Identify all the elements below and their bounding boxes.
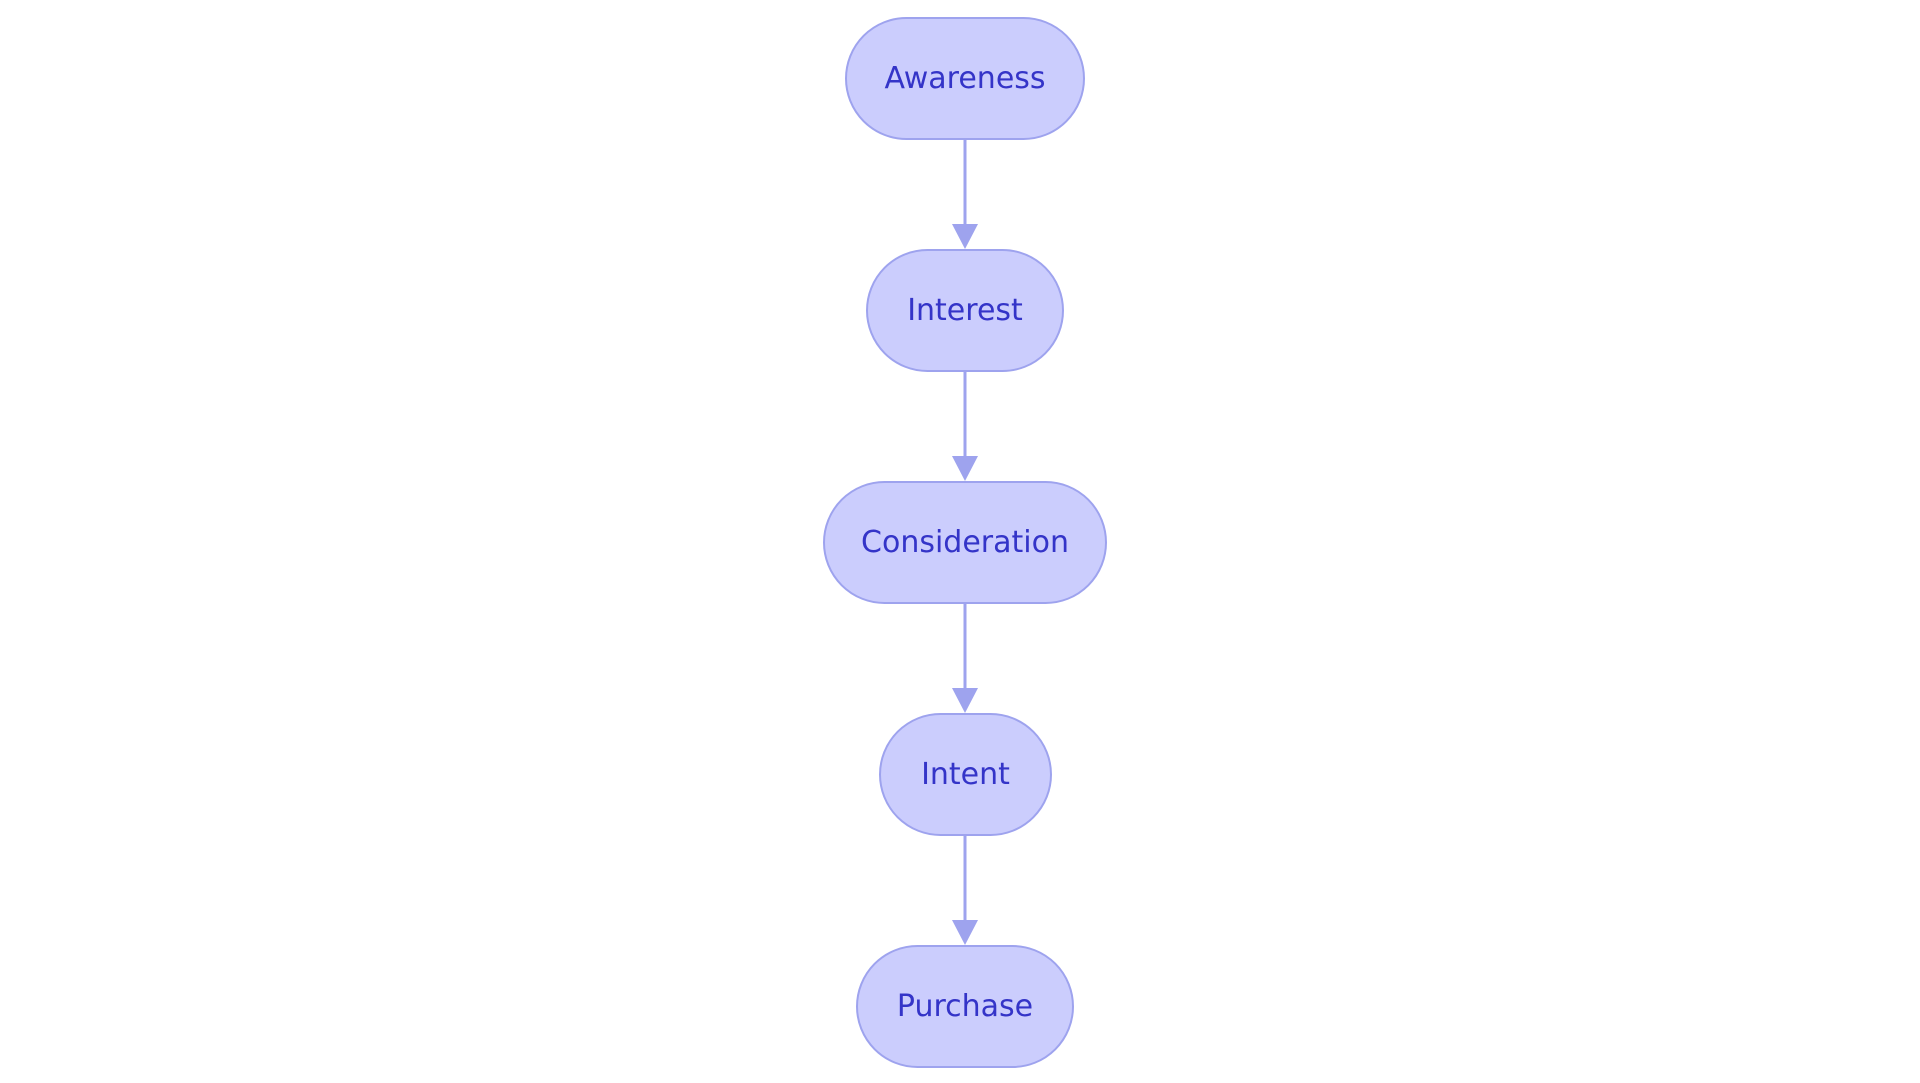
- arrowhead-icon: [952, 224, 978, 249]
- edge-intent-purchase: [952, 836, 978, 945]
- node-consideration: Consideration: [823, 481, 1107, 604]
- node-awareness: Awareness: [845, 17, 1085, 140]
- arrowhead-icon: [952, 456, 978, 481]
- edge-interest-consideration: [952, 372, 978, 481]
- arrowhead-icon: [952, 920, 978, 945]
- node-purchase: Purchase: [856, 945, 1074, 1068]
- node-intent: Intent: [879, 713, 1052, 836]
- node-interest: Interest: [866, 249, 1064, 372]
- edge-awareness-interest: [952, 140, 978, 249]
- edge-consideration-intent: [952, 604, 978, 713]
- arrowhead-icon: [952, 688, 978, 713]
